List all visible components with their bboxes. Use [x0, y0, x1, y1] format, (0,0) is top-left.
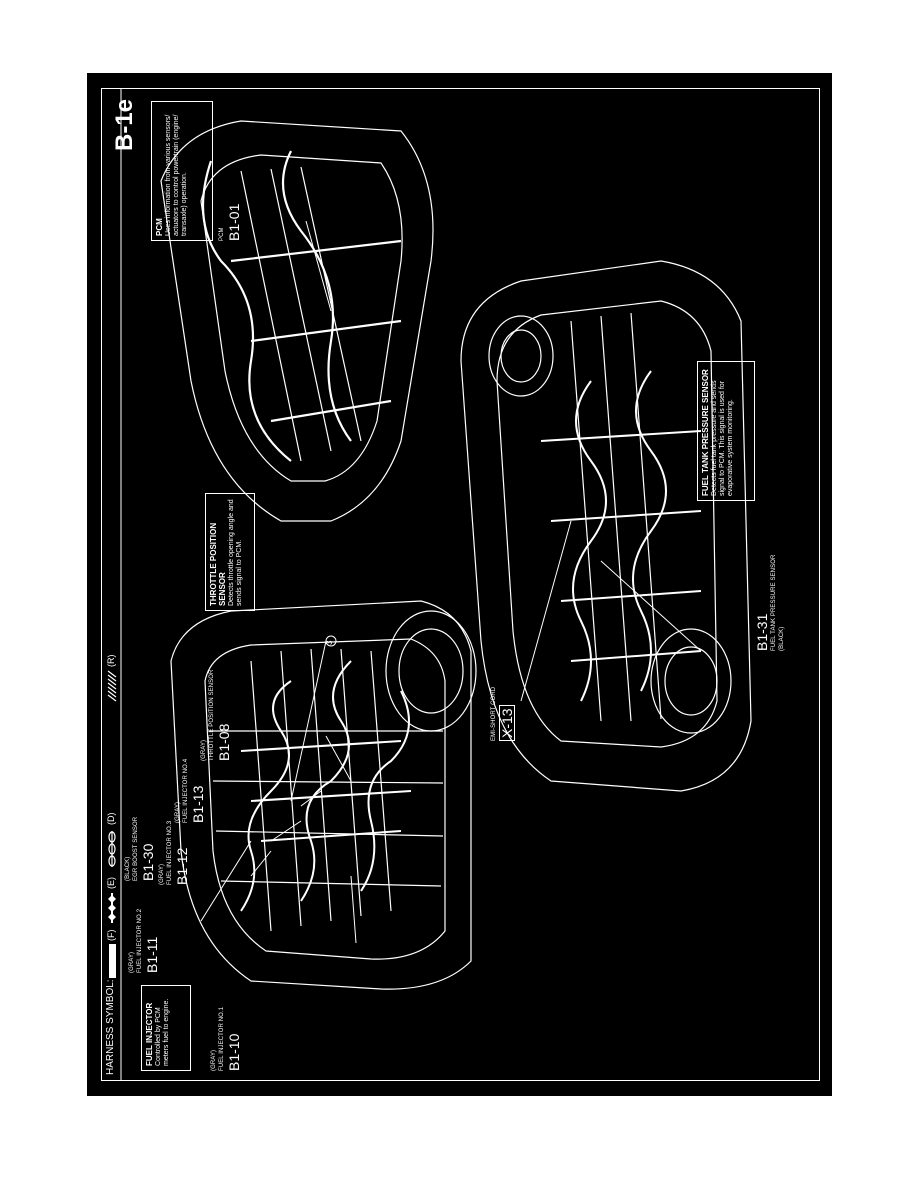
harness-symbol-label: HARNESS SYMBOL: — [105, 979, 116, 1075]
b1-30-name: EGR BOOST SENSOR — [133, 816, 139, 881]
throttle-desc: Detects throttle opening angle and sends… — [228, 499, 244, 606]
fuel-injector-desc: Controlled by PCM meters fuel to engine. — [155, 998, 171, 1066]
harness-symbol-d — [108, 831, 116, 867]
b1-12-code: B1-12 — [174, 847, 190, 885]
pcm-title: PCM — [155, 218, 164, 236]
rear-car-drawing — [460, 260, 752, 792]
b1-31-code: B1-31 — [754, 613, 770, 651]
b1-11-code: B1-11 — [144, 936, 160, 973]
b1-13-wire: (GRAY) — [175, 801, 181, 823]
fuel-tank-info-box: FUEL TANK PRESSURE SENSOR Detects fuel t… — [697, 361, 755, 501]
harness-code-f: (F) — [106, 929, 116, 942]
harness-code-e: (E) — [106, 877, 116, 889]
throttle-title: THROTTLE POSITION SENSOR — [209, 522, 227, 606]
harness-symbol-r — [107, 670, 117, 702]
rear-harness-wiring — [540, 370, 702, 702]
engine-bay-drawings — [107, 88, 752, 1081]
b1-30-wire: (BLACK) — [125, 856, 131, 881]
b1-10-wire: (GRAY) — [211, 1049, 217, 1071]
fuel-tank-title: FUEL TANK PRESSURE SENSOR — [701, 369, 710, 496]
harness-symbol-f — [109, 944, 116, 978]
b1-31-wire: (BLACK) — [779, 626, 785, 651]
b1-08-code: B1-08 — [216, 723, 232, 761]
front-harness-wiring — [240, 660, 412, 912]
b1-01-code: B1-01 — [226, 203, 242, 241]
throttle-info-box: THROTTLE POSITION SENSOR Detects throttl… — [205, 493, 255, 611]
b1-01-name: PCM — [219, 227, 225, 241]
harness-symbol-e — [108, 893, 116, 923]
b1-13-name: FUEL INJECTOR NO.4 — [183, 758, 189, 823]
b1-08-name: THROTTLE POSITION SENSOR — [209, 669, 215, 761]
page-code: B-1e — [111, 98, 138, 151]
pcm-harness-wiring — [201, 150, 402, 462]
b1-11-name: FUEL INJECTOR NO.2 — [137, 908, 143, 973]
b1-12-wire: (GRAY) — [159, 863, 165, 885]
callout-number: 3 — [325, 640, 334, 645]
rotated-diagram: HARNESS SYMBOL: (F) (E) (D) (R) B-1e FUE… — [101, 88, 820, 1081]
b1-08-wire: (GRAY) — [201, 739, 207, 761]
fuel-injector-title: FUEL INJECTOR — [145, 1002, 154, 1066]
b1-30-code: B1-30 — [140, 843, 156, 881]
front-engine-bay-drawing — [170, 600, 477, 990]
x-13-name: EMI-SHORT CORD — [491, 686, 497, 741]
b1-13-code: B1-13 — [190, 785, 206, 823]
pcm-info-box: PCM Uses information from various sensor… — [151, 101, 213, 241]
fuel-tank-desc: Detects fuel tank pressure and sends sig… — [711, 380, 735, 496]
b1-10-name: FUEL INJECTOR NO.1 — [219, 1006, 225, 1071]
b1-10-code: B1-10 — [226, 1033, 242, 1071]
leader-lines — [200, 220, 702, 944]
b1-11-wire: (GRAY) — [129, 951, 135, 973]
pcm-engine-bay-drawing — [160, 120, 434, 522]
diagram-frame — [101, 88, 820, 1081]
fuel-injector-info-box: FUEL INJECTOR Controlled by PCM meters f… — [141, 985, 191, 1071]
x-13-code: X-13 — [499, 705, 515, 741]
b1-12-name: FUEL INJECTOR NO.3 — [167, 820, 173, 885]
pcm-desc: Uses information from various sensors/ a… — [165, 114, 189, 236]
b1-31-name: FUEL TANK PRESSURE SENSOR — [771, 554, 777, 651]
callout-circle — [325, 635, 337, 647]
harness-code-d: (D) — [106, 812, 116, 826]
harness-code-r: (R) — [106, 654, 116, 668]
